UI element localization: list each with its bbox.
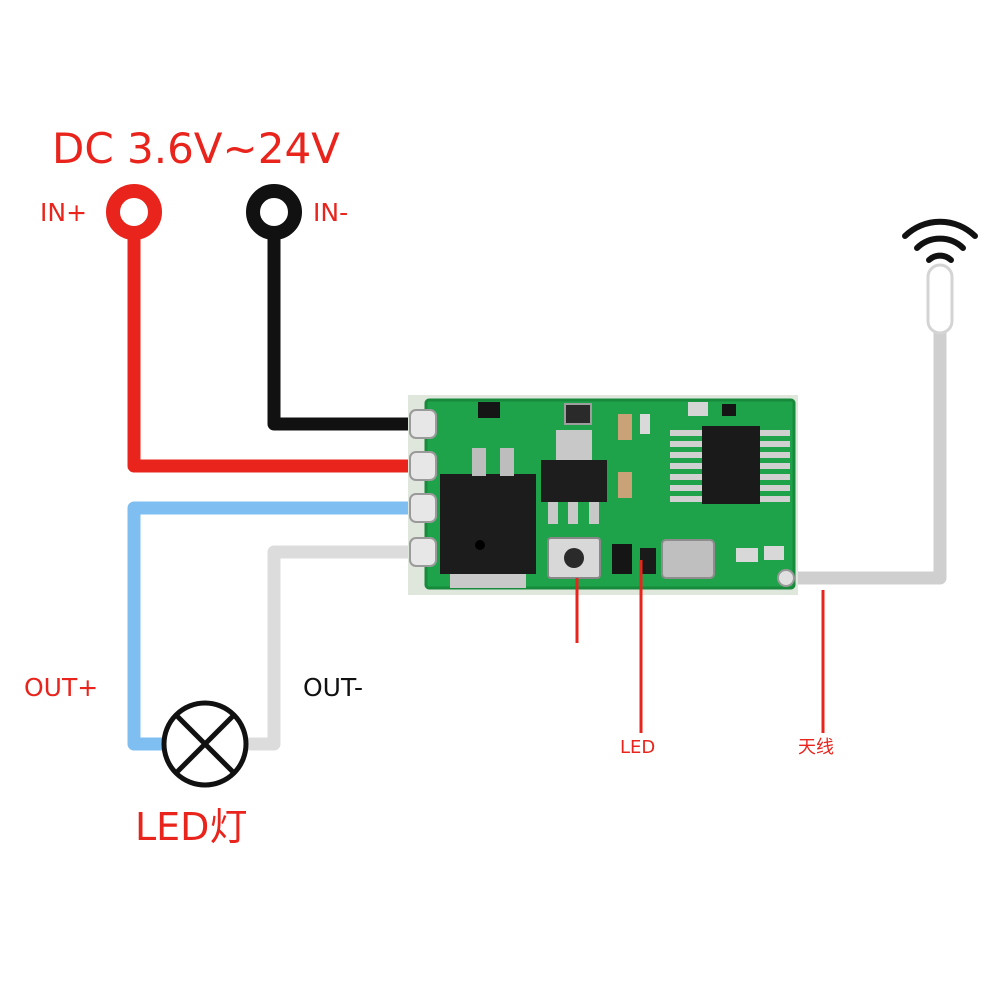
in-minus-terminal — [246, 184, 302, 240]
learn-button-component — [547, 537, 601, 579]
out-minus-label: OUT- — [303, 673, 363, 702]
saw-resonator — [661, 539, 715, 579]
smd-components — [478, 402, 784, 574]
antenna-wire — [787, 300, 947, 585]
grey-wire-out-minus — [245, 545, 430, 751]
led-lamp-label: LED灯 — [135, 805, 248, 849]
antenna-label: 天线 — [798, 737, 834, 758]
lamp-cross-icon — [161, 700, 249, 788]
receiver-pcb — [408, 395, 798, 595]
power-mosfet — [440, 448, 536, 588]
blue-wire-out-plus — [127, 501, 430, 751]
led-indicator-label: LED — [620, 737, 656, 758]
antenna-tip — [926, 263, 954, 335]
voltage-regulator — [541, 430, 607, 524]
antenna-pad — [777, 569, 795, 587]
out-plus-label: OUT+ — [24, 673, 99, 702]
in-plus-label: IN+ — [40, 198, 88, 227]
pcb-solder-pads — [409, 409, 437, 567]
in-minus-label: IN- — [313, 198, 349, 227]
decoder-ic — [670, 426, 790, 504]
in-plus-terminal — [106, 184, 162, 240]
red-wire-in-plus — [127, 212, 430, 473]
supply-voltage-title: DC 3.6V~24V — [52, 124, 340, 173]
black-wire-in-minus — [267, 212, 430, 431]
wifi-signal-icon — [902, 218, 978, 263]
